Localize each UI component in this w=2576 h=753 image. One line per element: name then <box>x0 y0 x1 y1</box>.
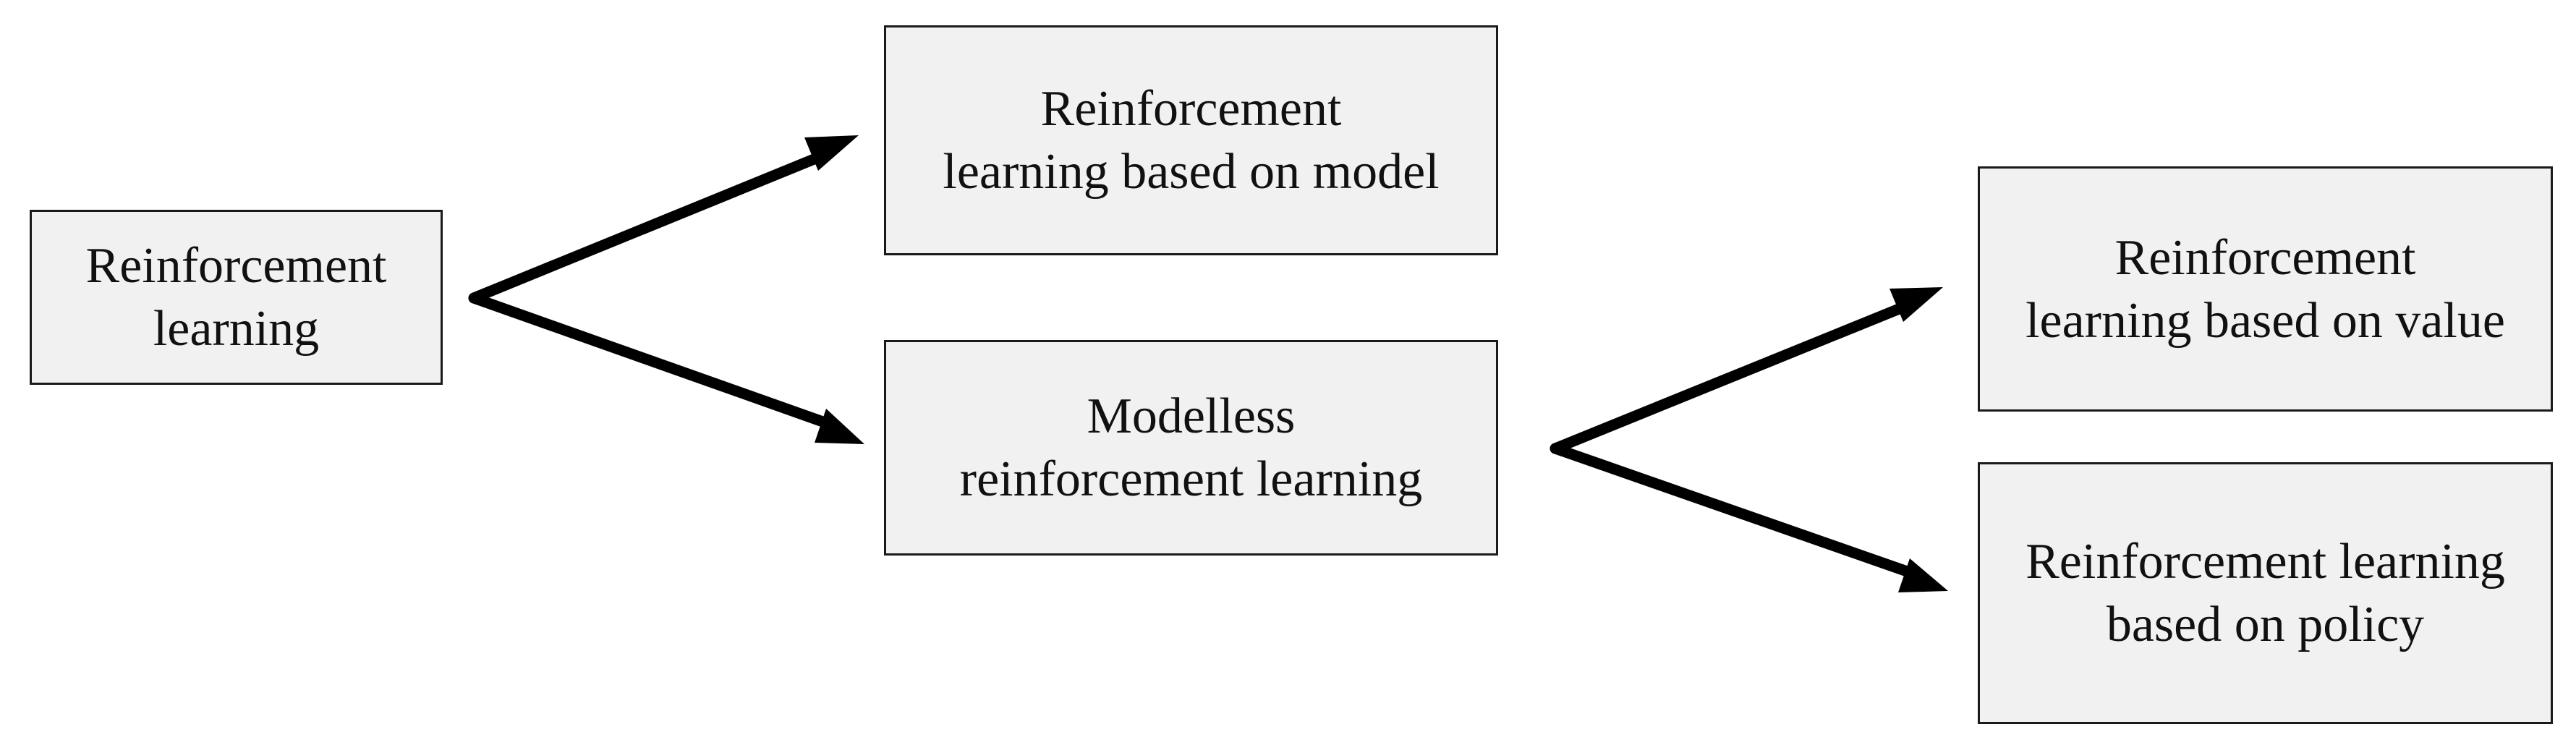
arrowhead-value <box>1890 287 1943 322</box>
node-model-free-rl: Modelless reinforcement learning <box>884 340 1498 556</box>
node-reinforcement-learning: Reinforcement learning <box>30 210 443 385</box>
arrow-model-free-to-value <box>1550 299 1916 454</box>
arrow-root-to-model-free <box>468 292 833 429</box>
node-label: Reinforcement learning based on policy <box>2025 534 2505 652</box>
node-label: Modelless reinforcement learning <box>959 388 1423 507</box>
node-label: Reinforcement learning <box>85 238 387 357</box>
arrow-root-to-model-based <box>468 149 830 304</box>
arrowhead-model-based <box>804 135 859 171</box>
node-label: Reinforcement learning based on value <box>2025 229 2505 349</box>
arrowhead-policy <box>1898 558 1948 592</box>
node-model-based-rl: Reinforcement learning based on model <box>884 25 1498 255</box>
node-label: Reinforcement learning based on model <box>943 81 1440 200</box>
arrow-model-free-to-policy <box>1550 443 1917 579</box>
node-policy-based-rl: Reinforcement learning based on policy <box>1978 462 2553 724</box>
arrowhead-model-free <box>815 409 864 444</box>
node-value-based-rl: Reinforcement learning based on value <box>1978 166 2553 412</box>
